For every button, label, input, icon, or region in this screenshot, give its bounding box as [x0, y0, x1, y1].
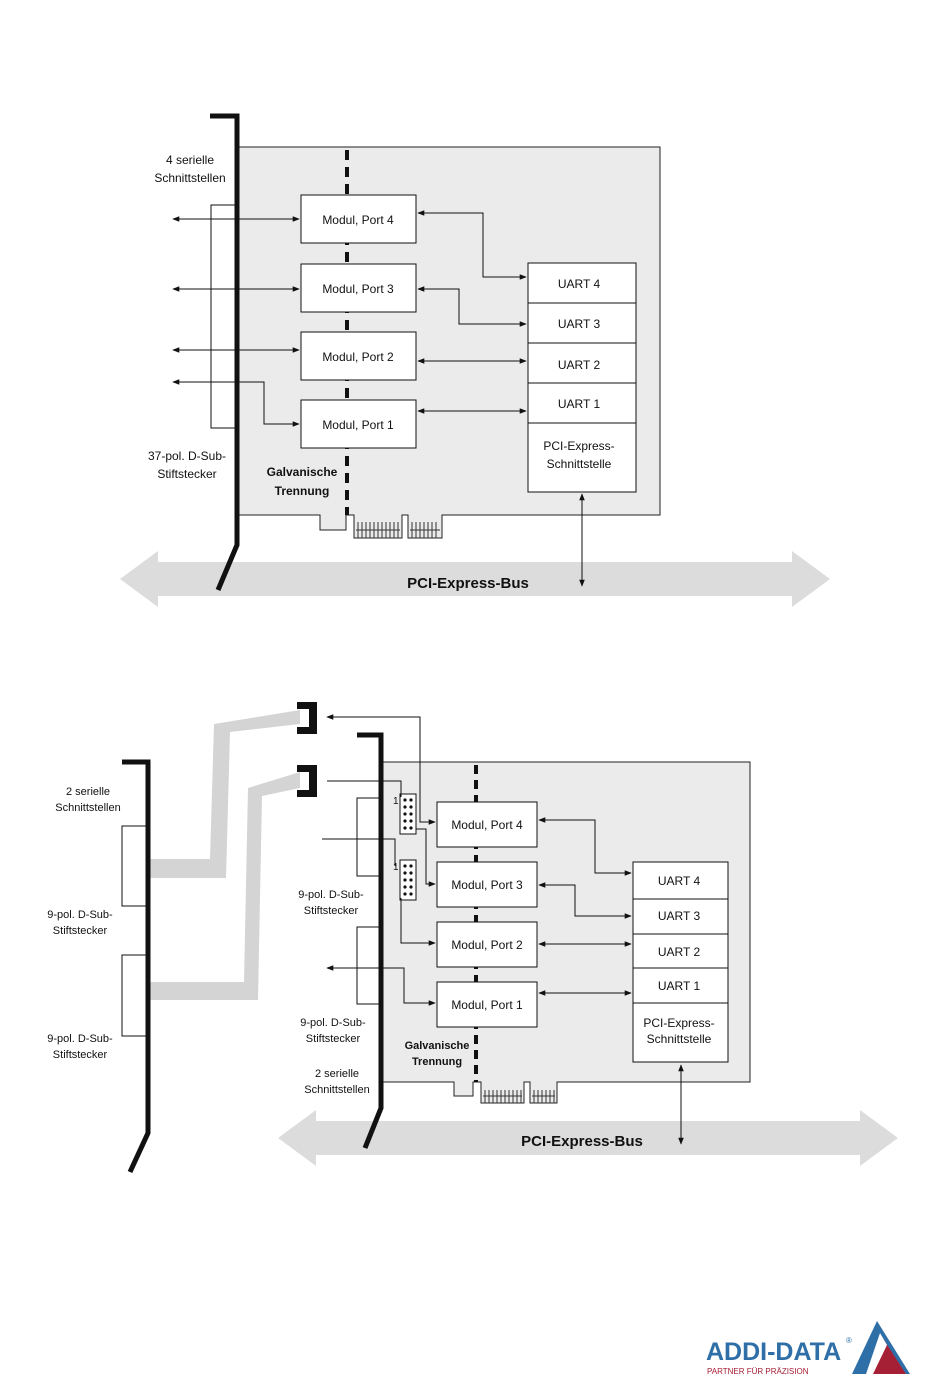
module-port-1-b: Modul, Port 1: [436, 981, 538, 1028]
svg-text:Stiftstecker: Stiftstecker: [53, 925, 108, 937]
uart-3: UART 3: [558, 317, 601, 331]
pcie-interface-b-line1: PCI-Express-: [643, 1016, 714, 1030]
diagram-2: PCI-Express-Bus: [47, 702, 898, 1174]
galvanic-label-2: Galvanische: [405, 1040, 470, 1052]
pcie-bus-arrow-2: [278, 1110, 898, 1166]
serial-count-label: 4 serielle: [166, 153, 214, 167]
svg-text:Stiftstecker: Stiftstecker: [53, 1049, 108, 1061]
left-dsub-a-label: 9-pol. D-Sub-: [47, 909, 113, 921]
svg-text:Modul, Port 4: Modul, Port 4: [322, 213, 394, 227]
uart-3-b: UART 3: [658, 909, 701, 923]
pcie-bus-label: PCI-Express-Bus: [407, 575, 529, 592]
svg-text:Trennung: Trennung: [412, 1056, 462, 1068]
labels-diagram-2: 2 serielle Schnittstellen 9-pol. D-Sub- …: [47, 786, 469, 1096]
wiring-2: [322, 714, 684, 1145]
module-uart-arrows: [417, 210, 585, 587]
svg-text:Schnittstellen: Schnittstellen: [55, 802, 120, 814]
svg-text:Modul, Port 1: Modul, Port 1: [322, 418, 394, 432]
module-port-2-b: Modul, Port 2: [436, 921, 538, 968]
svg-text:Stiftstecker: Stiftstecker: [304, 905, 359, 917]
dsub-connector-outline: [210, 204, 237, 429]
dsub37-label: 37-pol. D-Sub-: [148, 449, 226, 463]
svg-text:Modul, Port 3: Modul, Port 3: [322, 282, 394, 296]
svg-text:Trennung: Trennung: [275, 484, 330, 498]
pcie-bus-label-2: PCI-Express-Bus: [521, 1133, 643, 1150]
diagram-1: PCI-Express-Bus Modul, Port 4 Modul, Por…: [120, 113, 830, 607]
uart-1-b: UART 1: [658, 979, 701, 993]
external-arrows: [172, 216, 300, 427]
dsub-connector-top: [297, 702, 317, 734]
left-slot-bracket: [122, 759, 151, 1174]
module-port-3: Modul, Port 3: [300, 263, 417, 313]
pcie-edge-contacts-2: [483, 1090, 555, 1103]
mid-dsub-a-label: 9-pol. D-Sub-: [298, 889, 364, 901]
svg-text:Stiftstecker: Stiftstecker: [306, 1033, 361, 1045]
jumper-block-2: 1: [393, 859, 417, 901]
dsub-connector-bottom: [297, 765, 317, 797]
uart-2: UART 2: [558, 358, 601, 372]
svg-text:Modul, Port 4: Modul, Port 4: [451, 818, 523, 832]
ribbon-cables: [148, 710, 300, 1000]
pcie-interface-line2: Schnittstelle: [547, 457, 612, 471]
svg-text:1: 1: [393, 796, 399, 807]
uart-4: UART 4: [558, 277, 601, 291]
module-port-3-b: Modul, Port 3: [436, 861, 538, 908]
svg-text:1: 1: [393, 862, 399, 873]
module-port-4: Modul, Port 4: [300, 194, 417, 244]
logo-triangle-icon: [852, 1321, 910, 1374]
module-port-2: Modul, Port 2: [300, 331, 417, 381]
svg-text:Modul, Port 1: Modul, Port 1: [451, 998, 523, 1012]
pcie-interface-b-line2: Schnittstelle: [647, 1032, 712, 1046]
left-dsub-b-label: 9-pol. D-Sub-: [47, 1033, 113, 1045]
mid-dsub-outlines: [356, 797, 381, 1005]
mid-dsub-b-label: 9-pol. D-Sub-: [300, 1017, 366, 1029]
logo-wordmark: ADDI-DATA: [706, 1338, 841, 1366]
uart-stack-2: UART 4 UART 3 UART 2 UART 1 PCI-Express-…: [632, 861, 729, 1063]
module-port-1: Modul, Port 1: [300, 399, 417, 449]
slot-bracket: [210, 113, 240, 591]
labels-diagram-1: 4 serielle Schnittstellen 37-pol. D-Sub-…: [148, 153, 338, 498]
uart-1: UART 1: [558, 397, 601, 411]
pcie-edge-contacts: [356, 522, 440, 538]
left-serial-label: 2 serielle: [66, 786, 110, 798]
mid-serial-label: 2 serielle: [315, 1068, 359, 1080]
module-port-4-b: Modul, Port 4: [436, 801, 538, 848]
left-dsub-outlines: [121, 825, 148, 1037]
svg-text:Schnittstellen: Schnittstellen: [154, 171, 225, 185]
logo-tagline: PARTNER FÜR PRÄZISION: [707, 1367, 809, 1376]
uart-4-b: UART 4: [658, 874, 701, 888]
pcie-bus-arrow: [120, 551, 830, 607]
svg-text:Modul, Port 2: Modul, Port 2: [322, 350, 394, 364]
logo-registered: ®: [846, 1336, 852, 1345]
svg-text:Stiftstecker: Stiftstecker: [157, 467, 216, 481]
uart-2-b: UART 2: [658, 945, 701, 959]
galvanic-label: Galvanische: [267, 465, 338, 479]
addi-data-logo: ADDI-DATA ® PARTNER FÜR PRÄZISION: [706, 1321, 910, 1376]
svg-text:Modul, Port 2: Modul, Port 2: [451, 938, 523, 952]
uart-stack: UART 4 UART 3 UART 2 UART 1 PCI-Express-…: [527, 262, 637, 493]
svg-text:Modul, Port 3: Modul, Port 3: [451, 878, 523, 892]
pcie-interface-line1: PCI-Express-: [543, 439, 614, 453]
svg-text:Schnittstellen: Schnittstellen: [304, 1084, 369, 1096]
